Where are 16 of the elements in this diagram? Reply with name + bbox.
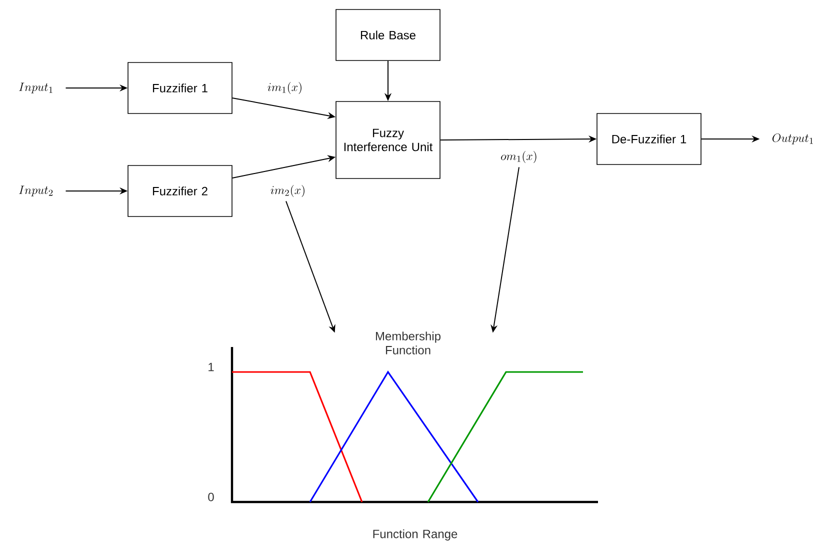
signal-label: $Output_1$ (772, 133, 813, 144)
axis-tick-label: 1 (208, 362, 214, 372)
axis-tick-label: 0 (208, 492, 214, 502)
chart-title: Membership Function (376, 332, 440, 354)
membership-function-drawing (230, 347, 598, 504)
signal-label: $Input_1$ (18, 82, 52, 94)
edge-label: $im_1(x)$ (266, 81, 304, 95)
process-box: Fuzzifier 1 (128, 62, 232, 114)
process-box: Fuzzy Interference Unit (336, 101, 440, 179)
signal-label: $Input_2$ (18, 186, 53, 196)
signal-label: $im_2(x)$ (270, 185, 304, 197)
process-box: Fuzzifier 2 (128, 165, 232, 217)
process-box: Rule Base (336, 9, 440, 61)
signal-label: $om_1(x)$ (501, 151, 536, 163)
process-box: De-Fuzzifier 1 (596, 113, 702, 165)
axis-title: Function Range (373, 529, 458, 541)
